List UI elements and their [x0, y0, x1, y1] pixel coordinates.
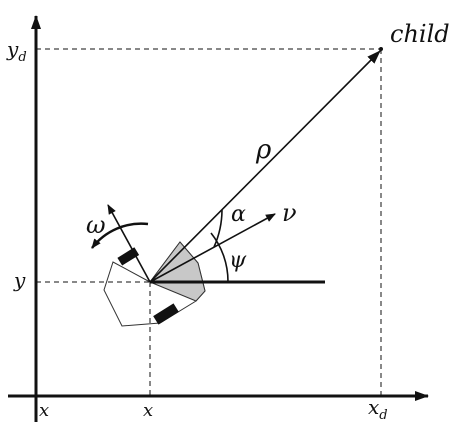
rho-vector [149, 50, 381, 283]
rotation-axis-arrow [107, 204, 151, 283]
omega-arc [91, 222, 149, 249]
nu-label: ν [282, 199, 297, 227]
target-point [379, 47, 383, 51]
yd-label: yd [6, 37, 27, 65]
psi-arc [210, 232, 229, 283]
x-origin-label: x [39, 400, 49, 421]
right-wheel [153, 303, 179, 325]
x-label: x [143, 400, 153, 421]
y-label: y [13, 268, 26, 292]
child-label: child [390, 20, 450, 48]
nu-vector [149, 213, 276, 283]
xd-label: xd [368, 395, 388, 423]
alpha-arc [213, 209, 223, 248]
alpha-label: α [231, 202, 246, 227]
rho-label: ρ [255, 135, 272, 165]
omega-label: ω [86, 211, 106, 239]
robot-front-plate [149, 241, 206, 302]
psi-label: ψ [229, 248, 247, 273]
